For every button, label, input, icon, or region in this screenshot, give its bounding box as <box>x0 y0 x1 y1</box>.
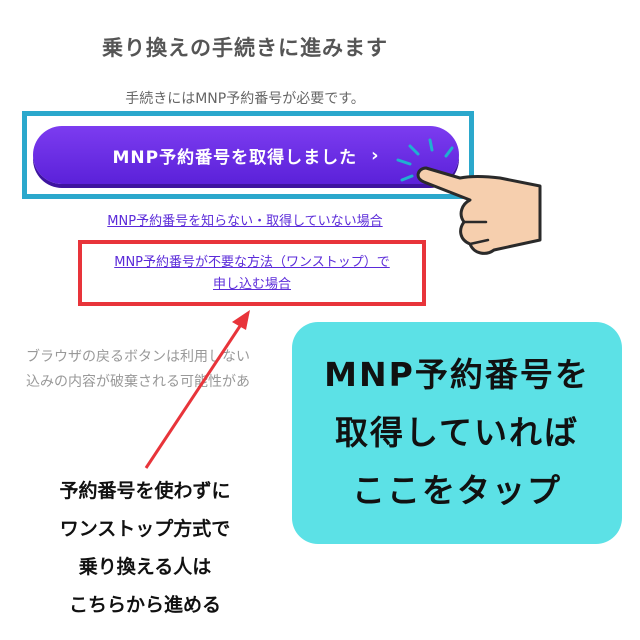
warning-line2: 込みの内容が破棄される可能性があ <box>26 374 250 390</box>
callout-line3: ここをタップ <box>352 471 562 510</box>
note-line2: ワンストップ方式で <box>59 518 231 540</box>
back-button-warning: ブラウザの戻るボタンは利用しない 込みの内容が破棄される可能性があ <box>26 345 306 395</box>
red-arrow-icon <box>144 310 250 469</box>
one-stop-note: 予約番号を使わずに ワンストップ方式で 乗り換える人は こちらから進める <box>0 472 290 624</box>
one-stop-link[interactable]: MNP予約番号が不要な方法（ワンストップ）で 申し込む場合 <box>82 252 422 296</box>
note-line1: 予約番号を使わずに <box>59 480 231 502</box>
highlight-frame-red <box>78 240 426 306</box>
callout-line1: MNP予約番号を <box>324 355 590 394</box>
warning-line1: ブラウザの戻るボタンは利用しない <box>26 349 250 365</box>
mnp-obtained-button[interactable]: MNP予約番号を取得しました › <box>33 126 459 184</box>
highlight-frame-blue <box>22 111 474 199</box>
page-subtext: 手続きにはMNP予約番号が必要です。 <box>125 91 365 107</box>
mnp-obtained-button-label: MNP予約番号を取得しました <box>112 147 358 168</box>
no-mnp-number-link[interactable]: MNP予約番号を知らない・取得していない場合 <box>107 214 383 229</box>
callout-line2: 取得していれば <box>334 413 579 452</box>
callout-box: MNP予約番号を 取得していれば ここをタップ <box>292 322 622 544</box>
page-title: 乗り換えの手続きに進みます <box>102 36 388 60</box>
one-stop-link-line2: 申し込む場合 <box>212 277 291 292</box>
pointing-hand-icon <box>416 166 542 255</box>
note-line3: 乗り換える人は <box>78 556 212 578</box>
chevron-right-icon: › <box>371 144 380 166</box>
note-line4: こちらから進める <box>68 594 221 616</box>
tap-burst-icon <box>396 138 454 182</box>
one-stop-link-line1: MNP予約番号が不要な方法（ワンストップ）で <box>114 255 390 270</box>
